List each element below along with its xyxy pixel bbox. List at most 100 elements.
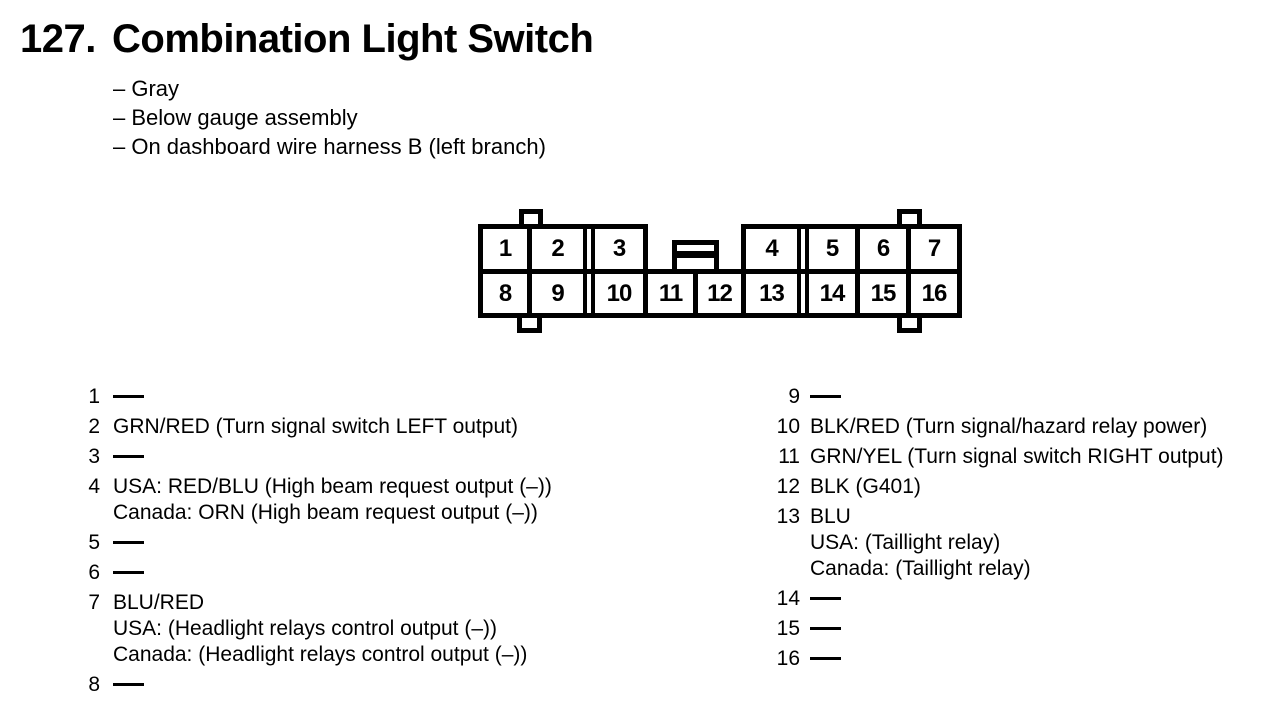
pin-row-7: 7 BLU/RED USA: (Headlight relays control o… <box>84 590 724 668</box>
pin-description: GRN/YEL (Turn signal switch RIGHT output… <box>810 444 1224 470</box>
connector-pin-cell-9: 9 <box>551 280 564 307</box>
connector-pin-cell-15: 15 <box>870 280 897 307</box>
pin-description <box>113 384 144 410</box>
header-note: – On dashboard wire harness B (left bran… <box>113 134 546 159</box>
connector-pin-cell-12: 12 <box>707 280 733 307</box>
connector-pin-cell-2: 2 <box>551 235 564 262</box>
pin-description-line: GRN/RED (Turn signal switch LEFT output) <box>113 415 518 438</box>
pin-description-line: BLU/RED <box>113 591 205 614</box>
no-connection-dash <box>113 455 144 458</box>
pin-row-6: 6 <box>84 560 724 586</box>
no-connection-dash <box>113 395 144 398</box>
pin-description: BLU USA: (Taillight relay) Canada: (Tailli… <box>810 504 1031 582</box>
pin-row-8: 8 <box>84 672 724 698</box>
pin-number: 3 <box>88 445 100 468</box>
no-connection-dash <box>113 541 144 544</box>
connector-notes: – Gray – Below gauge assembly – On dashboa… <box>113 74 546 161</box>
connector-pin-cell-8: 8 <box>498 280 512 307</box>
pin-number: 11 <box>778 445 800 468</box>
pin-description: GRN/RED (Turn signal switch LEFT output) <box>113 414 518 440</box>
pin-row-4: 4 USA: RED/BLU (High beam request output … <box>84 474 724 526</box>
pin-description: BLK (G401) <box>810 474 921 500</box>
page-title: 127. Combination Light Switch <box>20 16 594 62</box>
pin-row-11: 11 GRN/YEL (Turn signal switch RIGHT outp… <box>773 444 1273 470</box>
pin-number: 1 <box>88 385 100 408</box>
pin-number: 2 <box>88 415 100 438</box>
pin-number: 15 <box>776 617 800 640</box>
connector-latch-bar <box>677 251 714 258</box>
pin-description <box>113 444 144 470</box>
connector-outline-bar <box>746 224 962 229</box>
connector-latch <box>672 240 719 269</box>
pin-number: 10 <box>776 415 800 438</box>
pin-list-left: 1 2 GRN/RED (Turn signal switch LEFT outpu… <box>84 384 724 702</box>
connector-outline-bar <box>478 269 962 274</box>
pin-row-1: 1 <box>84 384 724 410</box>
pin-row-2: 2 GRN/RED (Turn signal switch LEFT output… <box>84 414 724 440</box>
connector-pin-cell-6: 6 <box>876 235 890 262</box>
pin-row-9: 9 <box>773 384 1273 410</box>
pin-description-line: BLU <box>810 505 851 528</box>
no-connection-dash <box>810 657 841 660</box>
pin-row-15: 15 <box>773 616 1273 642</box>
pin-row-13: 13 BLU USA: (Taillight relay) Canada: (Tail… <box>773 504 1273 582</box>
connector-pin-cell-10: 10 <box>606 280 633 307</box>
pin-description-line: USA: (Taillight relay) <box>810 531 1001 554</box>
pin-row-3: 3 <box>84 444 724 470</box>
pin-number: 13 <box>776 505 800 528</box>
pin-number: 8 <box>88 673 100 696</box>
pin-description <box>113 530 144 556</box>
pin-list-right: 9 10 BLK/RED (Turn signal/hazard relay pow… <box>773 384 1273 676</box>
pin-number: 6 <box>88 561 100 584</box>
pin-description-line: BLK (G401) <box>810 475 921 498</box>
pin-description <box>810 384 841 410</box>
pin-number: 14 <box>776 587 800 610</box>
no-connection-dash <box>810 627 841 630</box>
pin-number: 16 <box>776 647 800 670</box>
no-connection-dash <box>113 683 144 686</box>
pin-number: 9 <box>788 385 800 408</box>
connector-pin-cell-13: 13 <box>759 280 785 307</box>
connector-pin-cell-5: 5 <box>825 235 839 262</box>
pin-description-line: USA: RED/BLU (High beam request output (… <box>113 475 552 498</box>
pin-row-10: 10 BLK/RED (Turn signal/hazard relay powe… <box>773 414 1273 440</box>
section-number: 127. <box>20 17 96 61</box>
pin-description <box>113 672 144 698</box>
connector-pin-cell-11: 11 <box>658 280 683 307</box>
header-note: – Below gauge assembly <box>113 105 358 130</box>
connector-outline-bar <box>693 269 698 318</box>
header-note: – Gray <box>113 76 180 101</box>
pin-description-line: USA: (Headlight relays control output (–… <box>113 617 497 640</box>
pin-description <box>113 560 144 586</box>
connector-outline-bar <box>478 313 962 318</box>
pin-description: BLU/RED USA: (Headlight relays control ou… <box>113 590 527 668</box>
connector-pin-cell-7: 7 <box>927 235 941 262</box>
pin-description: USA: RED/BLU (High beam request output (… <box>113 474 552 526</box>
pin-number: 4 <box>88 475 100 498</box>
no-connection-dash <box>810 597 841 600</box>
pin-row-16: 16 <box>773 646 1273 672</box>
connector-pin-cell-14: 14 <box>819 280 846 307</box>
pin-description-line: Canada: (Taillight relay) <box>810 557 1031 580</box>
pin-description-line: Canada: ORN (High beam request output (–… <box>113 501 538 524</box>
connector-pin-cell-1: 1 <box>498 235 512 262</box>
pin-description <box>810 616 841 642</box>
pin-number: 5 <box>88 531 100 554</box>
pin-description-line: BLK/RED (Turn signal/hazard relay power) <box>810 415 1208 438</box>
connector-pin-cell-3: 3 <box>612 235 626 262</box>
section-title: Combination Light Switch <box>112 17 594 61</box>
connector-outline-bar <box>478 224 648 229</box>
connector-pin-cell-4: 4 <box>765 235 778 262</box>
pin-description: BLK/RED (Turn signal/hazard relay power) <box>810 414 1207 440</box>
pin-row-14: 14 <box>773 586 1273 612</box>
pin-description <box>810 646 841 672</box>
no-connection-dash <box>113 571 144 574</box>
pin-number: 7 <box>88 591 100 614</box>
pin-description-line: Canada: (Headlight relays control output… <box>113 643 528 666</box>
pin-description <box>810 586 841 612</box>
pin-row-5: 5 <box>84 530 724 556</box>
connector-pin-cell-16: 16 <box>921 280 948 307</box>
